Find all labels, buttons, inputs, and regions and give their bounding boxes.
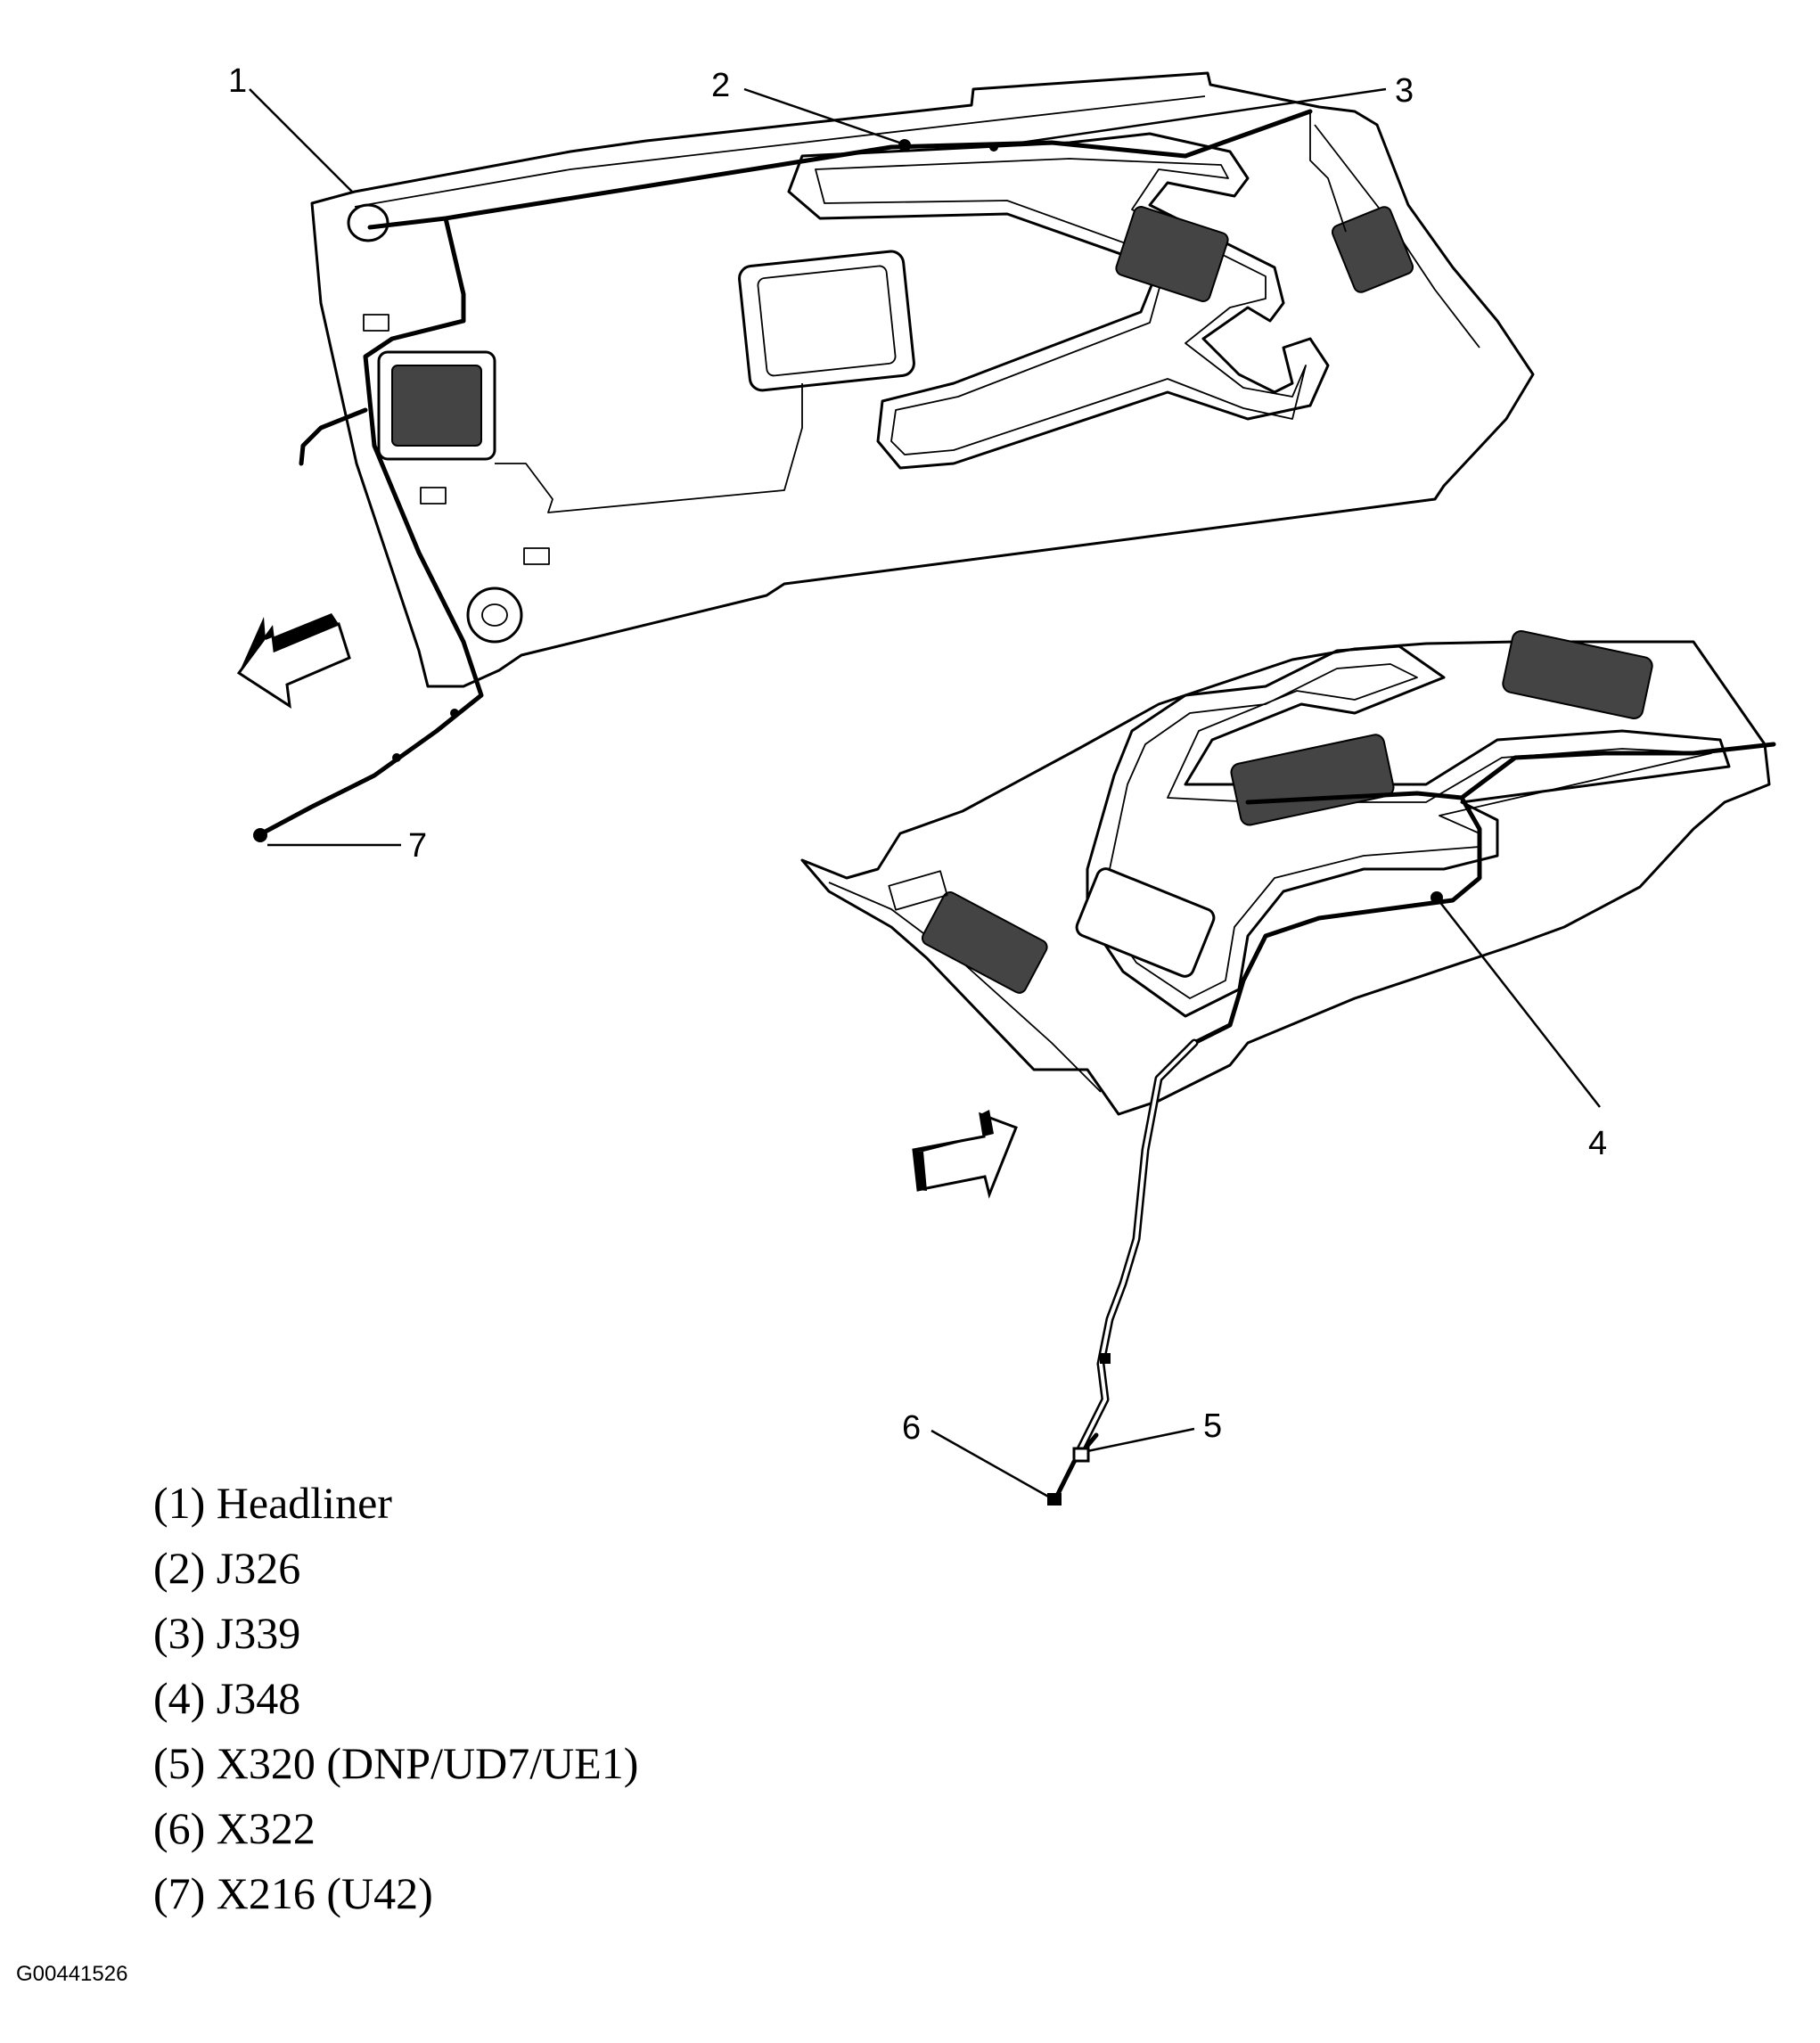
callout-leaders [249, 87, 1601, 1499]
lower-left-lamp-module [921, 891, 1048, 994]
lower-front-direction-arrow [912, 1110, 1018, 1199]
upper-front-direction-arrow [236, 613, 351, 710]
lower-tab-a [888, 870, 948, 911]
leader-3 [996, 87, 1387, 148]
lower-front-vent [1075, 867, 1216, 978]
lower-sunroof-pocket [1086, 644, 1731, 1018]
upper-harness-left [258, 216, 484, 837]
figure-id: G00441526 [16, 1962, 128, 1986]
upper-headliner-right-edge [1314, 124, 1480, 349]
upper-harness-clip-b [392, 753, 401, 762]
callout-6: 6 [902, 1409, 921, 1447]
lower-harness-drop-outer [1074, 1038, 1199, 1457]
callout-1: 1 [228, 62, 247, 100]
lower-harness-right-run [1459, 742, 1776, 800]
junction-j326-dot [898, 139, 911, 152]
callout-5: 5 [1203, 1407, 1222, 1445]
callout-7: 7 [408, 827, 427, 865]
upper-harness-branch [299, 407, 368, 466]
leader-5 [1086, 1427, 1195, 1453]
legend-item-j339: (3) J339 [153, 1608, 301, 1658]
connector-x320 [1072, 1447, 1090, 1463]
upper-sunroof-pocket [787, 132, 1330, 470]
upper-tab-a [363, 314, 389, 332]
lower-rear-lamp-module [1230, 734, 1395, 826]
leader-4 [1438, 899, 1601, 1108]
legend-item-x320: (5) X320 (DNP/UD7/UE1) [153, 1738, 639, 1788]
upper-harness-main [367, 109, 1313, 230]
lower-sunroof-pocket-inner [1104, 663, 1712, 999]
upper-sunroof-pocket-inner [815, 158, 1307, 455]
callout-numbers: 1 2 3 4 5 6 7 [228, 62, 1607, 1447]
legend-item-x322: (6) X322 [153, 1803, 316, 1853]
upper-grab-handle-front-inner [481, 603, 508, 627]
upper-tab-b [420, 487, 447, 505]
upper-harness-center [495, 383, 803, 513]
legend-item-x216: (7) X216 (U42) [153, 1868, 433, 1918]
upper-center-dome-lamp-inner [757, 265, 897, 377]
legend-item-j326: (2) J326 [153, 1543, 301, 1593]
leader-1 [249, 88, 353, 193]
upper-headliner-view [236, 71, 1535, 842]
lower-harness-x322-branch [1053, 1432, 1099, 1500]
lower-harness-drop-inner [1077, 1041, 1196, 1455]
upper-headliner-outline [310, 71, 1535, 688]
lower-harness-main [1192, 791, 1482, 1046]
upper-grab-handle-rear [347, 203, 389, 242]
callout-2: 2 [711, 67, 730, 104]
upper-tab-c [523, 547, 550, 565]
junction-j339-dot [989, 143, 998, 152]
legend-item-j348: (4) J348 [153, 1673, 301, 1723]
connector-x322 [1047, 1493, 1062, 1506]
legend-item-headliner: (1) Headliner [153, 1478, 392, 1528]
upper-harness-clip-a [450, 709, 459, 718]
lower-headliner-view [800, 629, 1776, 1506]
connector-x216-dot [253, 828, 267, 842]
upper-right-lamp-module [1331, 206, 1414, 293]
callout-3: 3 [1395, 72, 1414, 110]
lower-right-lamp-module [1502, 629, 1653, 720]
leader-6 [930, 1429, 1051, 1499]
callout-4: 4 [1588, 1125, 1607, 1162]
upper-rear-lamp-module [1115, 206, 1229, 302]
upper-harness-right [1309, 111, 1347, 233]
upper-headliner-rear-edge [354, 95, 1206, 208]
leader-2 [743, 87, 903, 145]
upper-grab-handle-front [466, 587, 523, 644]
lower-harness-clip [1100, 1353, 1111, 1364]
upper-left-console-inner [391, 365, 482, 447]
upper-center-dome-lamp [738, 250, 915, 392]
component-legend: (1) Headliner (2) J326 (3) J339 (4) J348… [153, 1471, 638, 1926]
